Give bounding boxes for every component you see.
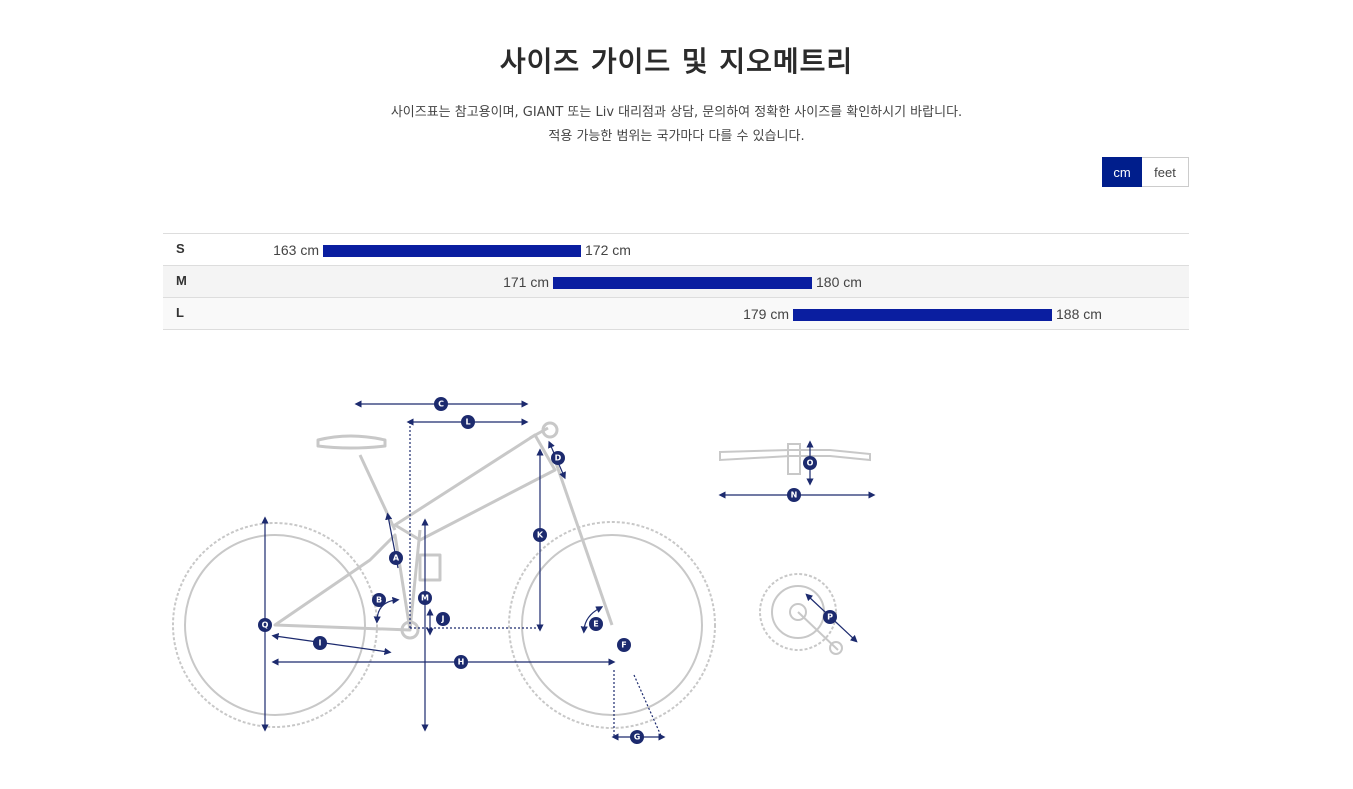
svg-text:N: N [791, 491, 798, 500]
svg-text:P: P [827, 613, 833, 622]
unit-feet-button[interactable]: feet [1142, 157, 1189, 187]
geo-label-n: N [787, 488, 801, 502]
geo-label-l: L [461, 415, 475, 429]
geo-label-b: B [372, 593, 386, 607]
geo-label-e: E [589, 617, 603, 631]
size-min-value: 171 cm [503, 274, 549, 290]
page-title: 사이즈 가이드 및 지오메트리 [499, 45, 854, 78]
size-row-s: S 163 cm 172 cm [163, 234, 1189, 266]
svg-text:O: O [807, 459, 814, 468]
geo-label-g: G [630, 730, 644, 744]
svg-text:Q: Q [262, 621, 269, 630]
size-min-value: 163 cm [273, 242, 319, 258]
crankset-diagram [759, 573, 858, 655]
svg-text:J: J [441, 615, 445, 624]
unit-cm-button[interactable]: cm [1102, 157, 1142, 187]
size-guide-description: 사이즈표는 참고용이며, GIANT 또는 Liv 대리점과 상담, 문의하여 … [0, 101, 1353, 149]
front-wheel [508, 521, 716, 729]
geo-label-d: D [551, 451, 565, 465]
svg-text:B: B [376, 596, 382, 605]
geo-label-m: M [418, 591, 432, 605]
geo-label-o: O [803, 456, 817, 470]
dimension-lines [261, 400, 666, 741]
size-label: M [176, 273, 187, 288]
unit-toggle: cm feet [1102, 157, 1189, 187]
description-line-2: 적용 가능한 범위는 국가마다 다를 수 있습니다. [548, 129, 805, 144]
bike-geometry-diagram: C L D K A M B J Q I H E F G O N P [172, 397, 876, 744]
size-max-value: 188 cm [1056, 306, 1102, 322]
geo-label-i: I [313, 636, 327, 650]
svg-text:K: K [537, 531, 544, 540]
size-row-m: M 171 cm 180 cm [163, 266, 1189, 298]
size-label: L [176, 305, 184, 320]
svg-text:C: C [438, 400, 444, 409]
size-max-value: 172 cm [585, 242, 631, 258]
svg-text:E: E [593, 620, 598, 629]
size-range-bar [553, 277, 812, 289]
svg-text:M: M [421, 594, 429, 603]
geo-label-j: J [436, 612, 450, 626]
size-range-table: S 163 cm 172 cm M 171 cm 180 cm L 179 cm… [163, 233, 1189, 330]
description-line-1: 사이즈표는 참고용이며, GIANT 또는 Liv 대리점과 상담, 문의하여 … [390, 105, 963, 120]
svg-text:L: L [465, 418, 470, 427]
svg-text:G: G [634, 733, 641, 742]
rear-wheel [172, 522, 378, 728]
geo-label-q: Q [258, 618, 272, 632]
geo-label-h: H [454, 655, 468, 669]
geo-label-c: C [434, 397, 448, 411]
svg-text:F: F [621, 641, 626, 650]
size-label: S [176, 241, 185, 256]
size-max-value: 180 cm [816, 274, 862, 290]
geo-label-a: A [389, 551, 403, 565]
geo-label-k: K [533, 528, 547, 542]
size-range-bar [793, 309, 1052, 321]
svg-text:H: H [458, 658, 465, 667]
svg-text:A: A [393, 554, 400, 563]
handlebar-diagram [718, 440, 876, 499]
size-row-l: L 179 cm 188 cm [163, 298, 1189, 330]
size-min-value: 179 cm [743, 306, 789, 322]
size-range-bar [323, 245, 581, 257]
geo-label-f: F [617, 638, 631, 652]
geo-label-p: P [823, 610, 837, 624]
svg-text:D: D [555, 454, 562, 463]
svg-text:I: I [319, 639, 322, 648]
